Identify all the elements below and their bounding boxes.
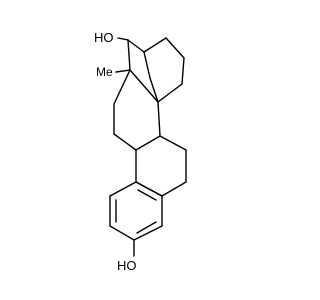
molecule-structure-diagram: HO Me HO xyxy=(94,30,187,273)
bond-c16-c6 xyxy=(161,181,187,197)
bond-c14-c15 xyxy=(159,135,187,151)
bond-bridgehead-ch2a xyxy=(143,37,167,53)
bond-c14-quatc xyxy=(157,101,161,137)
bond-aromatic-inner-3 xyxy=(137,189,157,201)
hydroxyl-top-label: HO xyxy=(94,30,114,45)
hydroxyl-bottom-label: HO xyxy=(117,258,137,273)
bond-c11-c8 xyxy=(113,133,137,151)
bond-layer xyxy=(109,37,187,257)
bond-a6-a1 xyxy=(135,181,163,197)
label-layer: HO Me HO xyxy=(94,30,137,273)
bond-bridge-down xyxy=(143,51,151,79)
bond-a4-a5 xyxy=(133,225,163,241)
bond-a3-a4 xyxy=(109,225,135,241)
bond-ch2c-quatc xyxy=(157,83,183,103)
bond-ho-ctop xyxy=(117,37,129,41)
bond-ch2a-ch2b xyxy=(165,37,185,59)
bond-bridge-up xyxy=(149,77,159,103)
bond-a1-a2 xyxy=(109,181,137,197)
bond-ctop-cme xyxy=(127,39,131,71)
bond-cme-c9 xyxy=(113,69,131,105)
bond-ch2b-ch2c xyxy=(181,57,185,85)
bond-ctop-bridgehead xyxy=(127,39,145,53)
bond-aromatic-inner-2 xyxy=(136,221,157,234)
bond-c8-c14 xyxy=(135,135,161,151)
methyl-label: Me xyxy=(96,65,113,79)
bond-cme-quatc xyxy=(129,69,159,103)
bond-cme-methyl xyxy=(115,69,131,73)
